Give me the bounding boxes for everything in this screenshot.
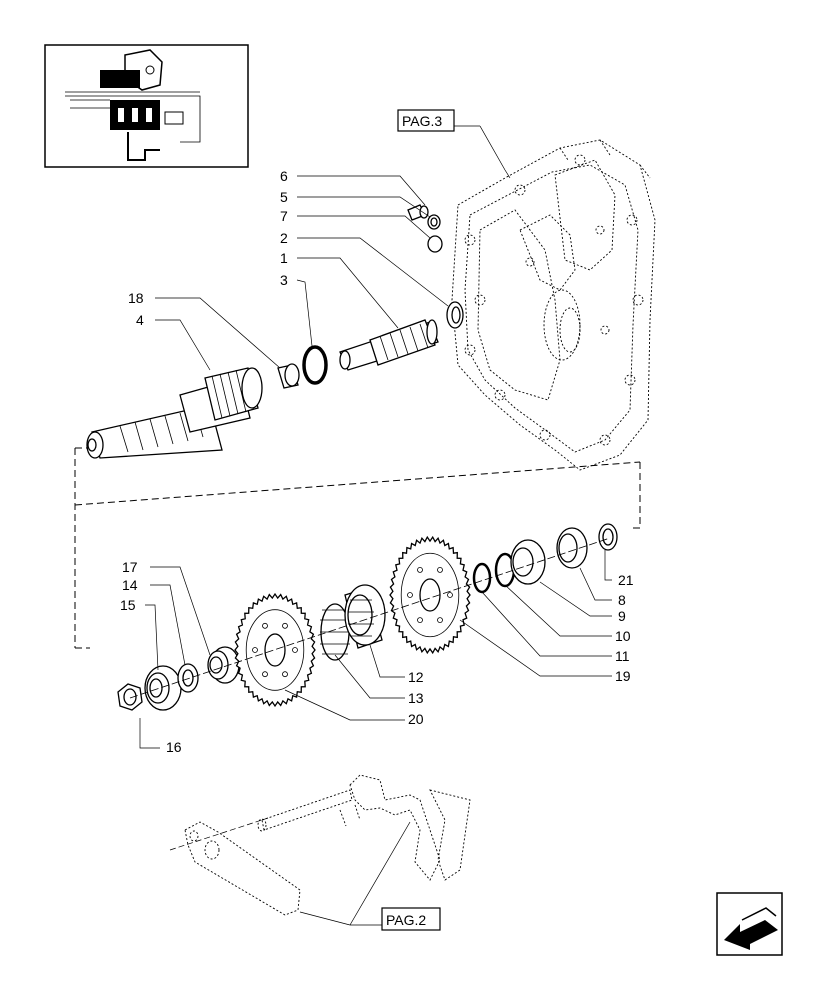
back-arrow-icon[interactable] [716, 892, 783, 956]
assembly-bracket [74, 447, 641, 649]
nut-part-16 [117, 683, 143, 711]
transmission-housing [451, 139, 656, 471]
plug-part-7 [427, 235, 443, 253]
callout-10: 10 [615, 628, 631, 644]
callout-1: 1 [280, 250, 288, 266]
leader-lines [139, 125, 612, 926]
page-ref-pag2-label: PAG.2 [386, 912, 426, 928]
lower-shaft-axis [129, 537, 611, 699]
page-ref-pag3[interactable]: PAG.3 [397, 109, 480, 132]
bushing-part-18 [277, 363, 300, 389]
callout-15: 15 [120, 597, 136, 613]
callout-17: 17 [122, 559, 138, 575]
bearing-part-15 [144, 665, 182, 711]
assembly-location-thumbnail-icon[interactable] [44, 44, 249, 168]
callout-8: 8 [618, 592, 626, 608]
page-ref-pag2[interactable]: PAG.2 [350, 907, 441, 931]
gear-part-20 [234, 592, 316, 708]
main-shaft-part-4 [86, 367, 263, 459]
callout-16: 16 [166, 739, 182, 755]
callout-19: 19 [615, 668, 631, 684]
gear-part-19 [389, 535, 471, 655]
page-ref-pag3-label: PAG.3 [402, 113, 442, 129]
plug-part-6 [407, 204, 429, 221]
callout-6: 6 [280, 168, 288, 184]
ring-part-21 [598, 523, 618, 551]
callout-11: 11 [615, 648, 630, 664]
callout-21: 21 [618, 572, 634, 588]
callout-2: 2 [280, 230, 288, 246]
spacer-part-14 [177, 663, 199, 693]
callout-12: 12 [408, 669, 424, 685]
bearing-part-9 [510, 539, 546, 585]
callout-5: 5 [280, 189, 288, 205]
callout-18: 18 [128, 290, 144, 306]
callout-3: 3 [280, 272, 288, 288]
bushing-part-17 [207, 646, 240, 684]
shift-rod-axis [169, 817, 269, 851]
snap-ring-part-3 [302, 345, 328, 385]
snap-ring-part-11 [472, 562, 492, 594]
ring-part-8 [556, 527, 588, 569]
washer-part-5 [427, 214, 441, 230]
callout-7: 7 [280, 208, 288, 224]
hub-part-12 [344, 584, 386, 649]
callout-9: 9 [618, 608, 626, 624]
callout-4: 4 [136, 312, 144, 328]
seal-ring-part-2 [446, 301, 464, 329]
shift-fork [257, 774, 471, 881]
callout-20: 20 [408, 711, 424, 727]
input-shaft-part-1 [339, 319, 439, 371]
callout-14: 14 [122, 577, 138, 593]
callout-labels: 6 5 7 2 1 3 18 4 17 14 15 16 20 12 13 19… [120, 168, 634, 755]
shift-rod [184, 821, 301, 916]
callout-13: 13 [408, 690, 424, 706]
